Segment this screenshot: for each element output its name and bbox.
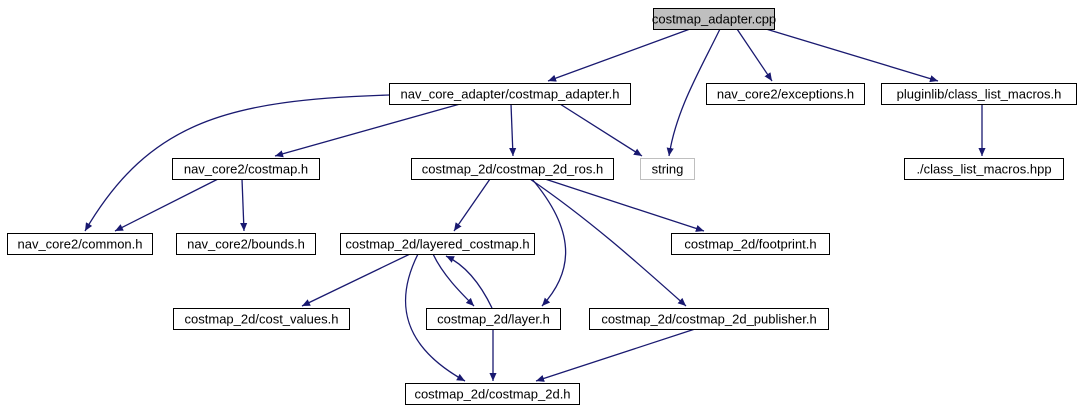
node-box (405, 383, 580, 405)
edge-root-to-class_list_macros_h (765, 28, 939, 83)
node-class_list_macros_h[interactable]: pluginlib/class_list_macros.h (881, 83, 1077, 105)
node-box (173, 308, 350, 330)
edge-root-to-exceptions (736, 28, 773, 82)
node-label: nav_core_adapter/costmap_adapter.h (401, 87, 620, 102)
edge-costmap_2d_ros-to-layered (453, 178, 491, 232)
edge-costmap_2d_ros-to-footprint (544, 178, 705, 232)
node-label: ./class_list_macros.hpp (916, 162, 1051, 177)
node-box (653, 8, 775, 30)
node-box (340, 233, 535, 255)
node-box (671, 233, 830, 255)
node-box (640, 158, 695, 180)
edge-adapter_h-to-string (559, 103, 643, 157)
node-box (389, 83, 631, 105)
node-layer[interactable]: costmap_2d/layer.h (426, 308, 561, 330)
node-cost_values[interactable]: costmap_2d/cost_values.h (173, 308, 350, 330)
node-label: nav_core2/common.h (17, 237, 142, 252)
edge-costmap_h-to-bounds (240, 178, 248, 232)
node-label: pluginlib/class_list_macros.h (897, 87, 1062, 102)
edge-publisher-to-costmap_2d_h (535, 328, 696, 382)
node-footprint[interactable]: costmap_2d/footprint.h (671, 233, 830, 255)
node-costmap_h[interactable]: nav_core2/costmap.h (172, 158, 320, 180)
node-label: costmap_2d/costmap_2d_publisher.h (601, 312, 816, 327)
edge-adapter_h-to-common (84, 94, 391, 232)
node-common[interactable]: nav_core2/common.h (7, 233, 153, 255)
node-exceptions[interactable]: nav_core2/exceptions.h (706, 83, 865, 105)
nodes-layer: costmap_adapter.cpp nav_core_adapter/cost… (7, 8, 1077, 405)
node-box (411, 158, 614, 180)
node-label: costmap_2d/costmap_2d.h (414, 387, 570, 402)
node-box (172, 158, 320, 180)
edge-layered-to-layer (432, 253, 475, 307)
node-costmap_2d_h[interactable]: costmap_2d/costmap_2d.h (405, 383, 580, 405)
node-layered[interactable]: costmap_2d/layered_costmap.h (340, 233, 535, 255)
edge-costmap_h-to-common (114, 178, 219, 232)
node-bounds[interactable]: nav_core2/bounds.h (176, 233, 316, 255)
node-root[interactable]: costmap_adapter.cpp (652, 8, 776, 30)
node-label: nav_core2/bounds.h (187, 237, 305, 252)
edge-layer-to-layered (445, 255, 493, 309)
node-box (589, 308, 829, 330)
node-label: nav_core2/costmap.h (184, 162, 308, 177)
node-box (176, 233, 316, 255)
edge-root-to-string (666, 28, 721, 157)
edge-adapter_h-to-costmap_h (274, 103, 461, 158)
node-label: costmap_2d/layered_costmap.h (345, 237, 529, 252)
node-costmap_2d_ros[interactable]: costmap_2d/costmap_2d_ros.h (411, 158, 614, 180)
node-box (881, 83, 1077, 105)
node-box (7, 233, 153, 255)
edge-costmap_2d_ros-to-publisher (529, 178, 687, 307)
node-label: costmap_2d/cost_values.h (185, 312, 339, 327)
node-string: string (640, 158, 695, 180)
node-label: nav_core2/exceptions.h (717, 87, 854, 102)
node-label: string (652, 162, 684, 177)
node-class_list_macros_hpp[interactable]: ./class_list_macros.hpp (904, 158, 1064, 180)
node-box (706, 83, 865, 105)
node-adapter_h[interactable]: nav_core_adapter/costmap_adapter.h (389, 83, 631, 105)
node-label: costmap_2d/footprint.h (684, 237, 816, 252)
edge-adapter_h-to-costmap_2d_ros (509, 103, 517, 157)
node-box (904, 158, 1064, 180)
edge-layered-to-cost_values (301, 253, 411, 307)
edges-layer (84, 28, 986, 382)
node-label: costmap_adapter.cpp (652, 12, 776, 27)
edge-costmap_2d_ros-to-layer (531, 178, 567, 307)
edge-root-to-adapter_h (547, 28, 691, 82)
node-box (426, 308, 561, 330)
edge-layered-to-costmap_2d_h (404, 253, 466, 382)
node-label: costmap_2d/layer.h (437, 312, 550, 327)
node-publisher[interactable]: costmap_2d/costmap_2d_publisher.h (589, 308, 829, 330)
node-label: costmap_2d/costmap_2d_ros.h (422, 162, 603, 177)
